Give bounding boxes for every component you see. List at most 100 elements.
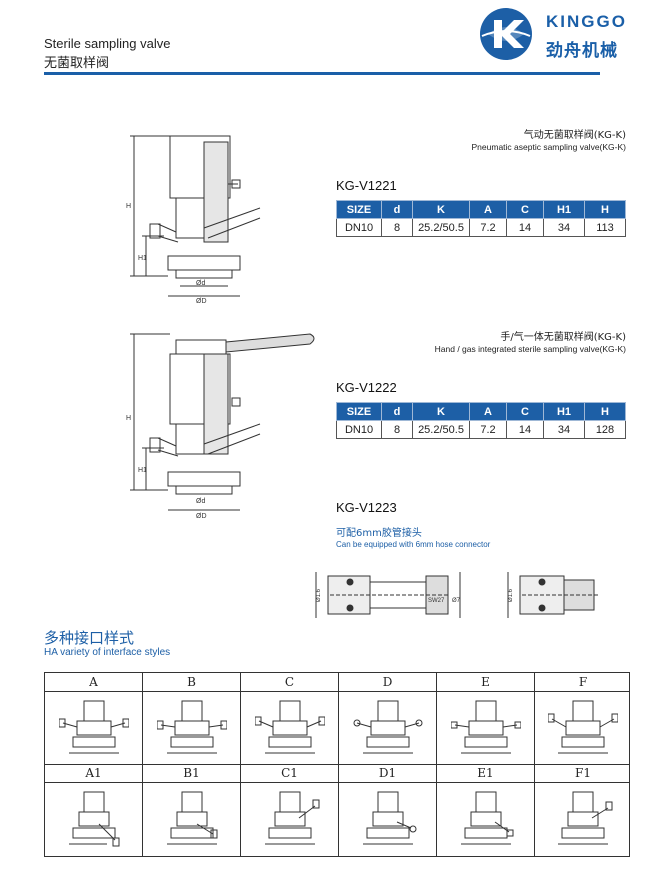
interface-label: A1 — [85, 766, 102, 780]
caption-cn-1: 气动无菌取样阀(KG-K) — [523, 130, 626, 141]
grid-divider — [45, 782, 629, 783]
valve-drawing-kg-v1222: H H1 Ød ØD — [126, 333, 315, 520]
dim-label-D: ØD — [196, 298, 207, 305]
dim-label-h: H — [126, 203, 131, 210]
table-row: DN10 8 25.2/50.5 7.2 14 34 128 — [336, 420, 626, 439]
interface-label: E1 — [477, 766, 494, 780]
table-cell: 14 — [506, 218, 544, 237]
header-cell: A — [469, 200, 507, 219]
interface-cell-f1: F1 — [535, 764, 631, 856]
dim-label-h: H — [126, 415, 131, 422]
interface-title-en: HA variety of interface styles — [44, 647, 171, 658]
table-row: DN10 8 25.2/50.5 7.2 14 34 113 — [336, 218, 626, 237]
interface-drawing — [255, 700, 325, 754]
header-cell: H1 — [543, 402, 585, 421]
header-cell: d — [381, 200, 413, 219]
interface-cell-c: C — [241, 673, 339, 764]
interface-cell-a1: A1 — [45, 764, 143, 856]
header-cell: H — [584, 200, 626, 219]
interface-label: C1 — [281, 766, 298, 780]
interface-cell-e: E — [437, 673, 535, 764]
caption-cn-2: 手/气一体无菌取样阀(KG-K) — [500, 332, 626, 343]
header-cell: SIZE — [336, 200, 382, 219]
grid-divider — [45, 764, 629, 765]
hose-connector-drawing: Ø1.6 SW27 Ø7 — [315, 572, 461, 618]
model-kg-v1222: KG-V1222 — [336, 380, 397, 395]
header-cell: C — [506, 200, 544, 219]
hose-note-cn: 可配6mm胶管接头 — [336, 528, 422, 539]
grid-divider — [45, 691, 629, 692]
caption-en-1: Pneumatic aseptic sampling valve(KG-K) — [471, 142, 626, 152]
table-cell: 8 — [381, 218, 413, 237]
header-cell: d — [381, 402, 413, 421]
interface-label: F — [578, 675, 588, 689]
interface-drawing — [167, 791, 218, 845]
table-cell: 7.2 — [469, 420, 507, 439]
brand-name: KINGGO — [546, 12, 627, 31]
page-title-en: Sterile sampling valve — [44, 36, 171, 51]
table-cell: 113 — [584, 218, 626, 237]
spec-table-kg-v1221: SIZE d K A C H1 H DN10 8 25.2/50.5 7.2 1… — [336, 200, 626, 237]
table-cell: 128 — [584, 420, 626, 439]
dim-label-h1: H1 — [138, 467, 147, 474]
spec-table-kg-v1222: SIZE d K A C H1 H DN10 8 25.2/50.5 7.2 1… — [336, 402, 626, 439]
interface-drawing — [265, 791, 320, 845]
header-cell: H1 — [543, 200, 585, 219]
header-cell: C — [506, 402, 544, 421]
dim-label-sw: SW27 — [428, 598, 445, 604]
interface-cell-d1: D1 — [339, 764, 437, 856]
table-cell: 25.2/50.5 — [412, 218, 470, 237]
table-cell: 25.2/50.5 — [412, 420, 470, 439]
interface-label: A — [89, 675, 98, 689]
dim-label-d7: Ø7 — [452, 598, 461, 604]
interface-label: E — [481, 675, 490, 689]
interface-drawing — [548, 700, 618, 754]
interface-label: D — [382, 675, 393, 689]
interface-cell-f: F — [535, 673, 631, 764]
model-kg-v1223: KG-V1223 — [336, 500, 397, 515]
header-cell: A — [469, 402, 507, 421]
interface-drawing — [363, 791, 417, 845]
page-title-cn: 无菌取样阀 — [44, 56, 110, 71]
brand-name-cn: 劲舟机械 — [546, 41, 618, 61]
table-cell: 34 — [543, 218, 585, 237]
interface-drawing — [59, 700, 129, 754]
interface-cell-b1: B1 — [143, 764, 241, 856]
model-kg-v1221: KG-V1221 — [336, 178, 397, 193]
valve-connector-drawing: Ø1.6 — [507, 572, 600, 618]
kinggo-logo-icon — [480, 8, 532, 60]
interface-drawing — [558, 791, 613, 845]
dim-label-d: Ød — [196, 280, 205, 287]
header-cell: SIZE — [336, 402, 382, 421]
interface-drawing — [69, 791, 120, 847]
interface-label: C — [284, 675, 295, 689]
table-cell: DN10 — [336, 420, 382, 439]
dim-label-right: Ø1.6 — [508, 588, 514, 602]
interface-label: D1 — [378, 766, 397, 780]
interface-drawing — [461, 791, 514, 845]
hose-note-en: Can be equipped with 6mm hose connector — [336, 540, 491, 549]
interface-cell-d: D — [339, 673, 437, 764]
interface-label: B1 — [183, 766, 200, 780]
interface-title-cn: 多种接口样式 — [44, 629, 135, 647]
interface-drawing — [451, 700, 521, 754]
caption-en-2: Hand / gas integrated sterile sampling v… — [434, 344, 626, 354]
interface-drawing — [157, 700, 227, 754]
interface-cell-a: A — [45, 673, 143, 764]
dim-label-D: ØD — [196, 513, 207, 520]
interface-cell-c1: C1 — [241, 764, 339, 856]
interface-label: B — [187, 675, 196, 689]
header-cell: K — [412, 200, 470, 219]
interface-label: F1 — [575, 766, 591, 780]
header-cell: K — [412, 402, 470, 421]
interface-styles-grid: A B C D E F A1 — [44, 672, 630, 857]
interface-cell-b: B — [143, 673, 241, 764]
interface-cell-e1: E1 — [437, 764, 535, 856]
table-cell: 8 — [381, 420, 413, 439]
dim-label-h1: H1 — [138, 255, 147, 262]
header-divider — [44, 72, 600, 75]
dim-label-left: Ø1.6 — [316, 588, 322, 602]
table-cell: DN10 — [336, 218, 382, 237]
valve-drawing-kg-v1221: H H1 Ød ØD — [126, 135, 261, 305]
interface-drawing — [353, 700, 423, 754]
